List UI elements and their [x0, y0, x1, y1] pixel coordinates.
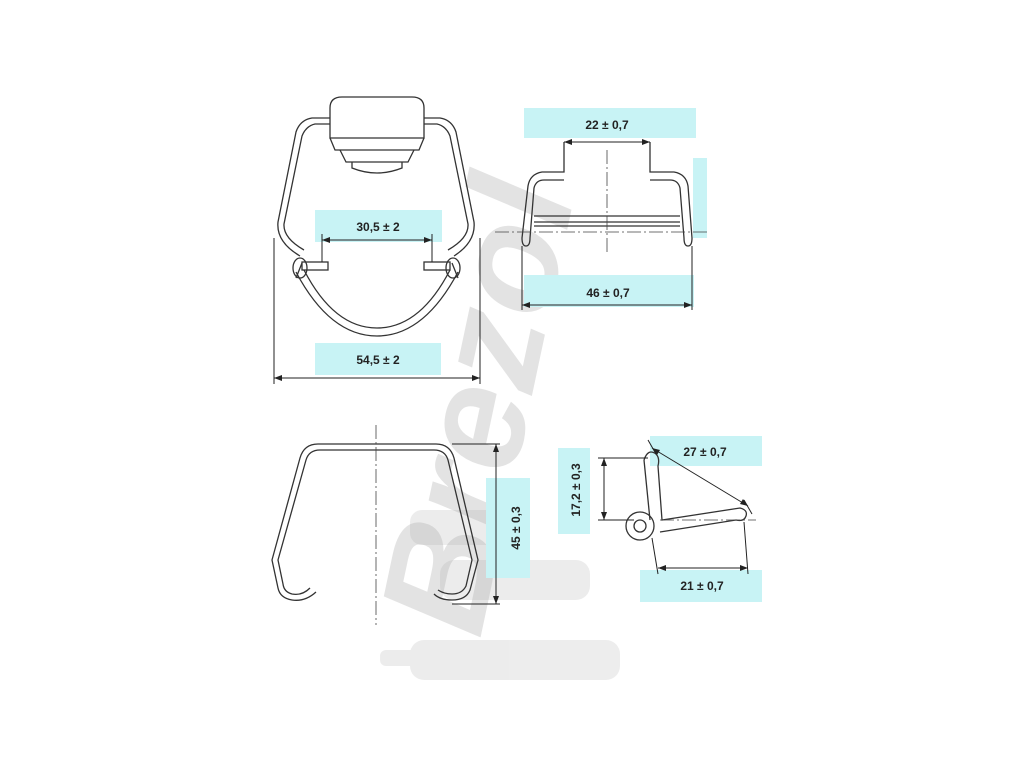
dim-top-width-highlight — [524, 108, 696, 138]
dim-outer-width: 54,5 ± 2 — [356, 353, 400, 367]
view-top-left: 30,5 ± 2 54,5 ± 2 — [273, 96, 481, 384]
view-bottom-left: 45 ± 0,3 — [271, 425, 530, 625]
dim-side-width: 46 ± 0,7 — [586, 286, 630, 300]
dim-offset-height-highlight — [558, 448, 590, 534]
side-highlight — [693, 158, 707, 238]
dim-outer-width-highlight — [315, 343, 441, 375]
dim-offset-height: 17,2 ± 0,3 — [569, 463, 583, 517]
view-bottom-right: 17,2 ± 0,3 27 ± 0,7 21 ± 0,7 — [558, 436, 762, 602]
dim-inner-width: 30,5 ± 2 — [356, 220, 400, 234]
dim-base-length: 21 ± 0,7 — [680, 579, 724, 593]
dim-side-width-highlight — [524, 275, 694, 307]
dim-height: 45 ± 0,3 — [509, 506, 523, 550]
view-top-right: 22 ± 0,7 46 ± 0,7 — [495, 108, 708, 310]
dim-top-width: 22 ± 0,7 — [585, 118, 629, 132]
dim-diag-length: 27 ± 0,7 — [683, 445, 727, 459]
dim-height-highlight — [486, 478, 530, 578]
dim-diag-length-highlight — [650, 436, 762, 466]
dim-base-length-highlight — [640, 570, 762, 602]
dim-inner-width-highlight — [315, 210, 442, 242]
